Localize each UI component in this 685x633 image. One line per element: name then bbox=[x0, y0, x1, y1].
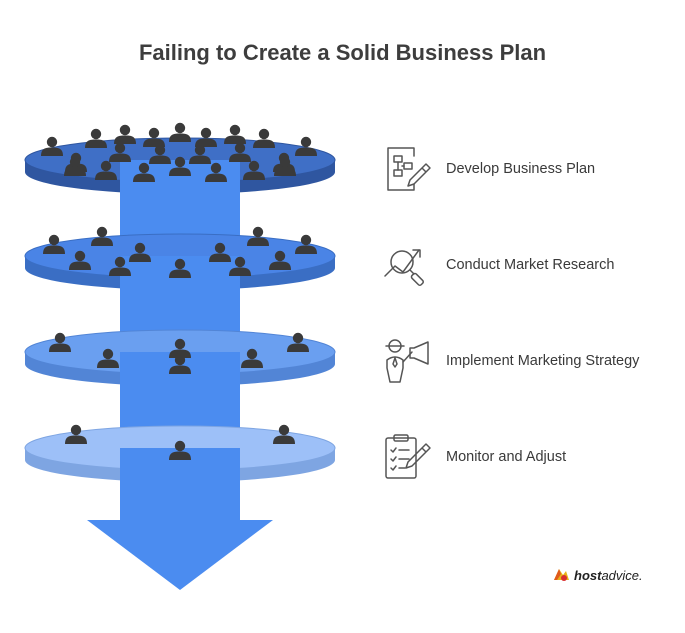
funnel-arrow bbox=[87, 520, 273, 590]
person-icon bbox=[253, 128, 275, 148]
person-icon bbox=[195, 127, 217, 147]
funnel-layer-4 bbox=[24, 424, 336, 520]
flowchart-pencil-icon bbox=[387, 147, 431, 191]
funnel-layer-2 bbox=[24, 226, 336, 352]
brand-bold: host bbox=[574, 567, 602, 583]
step-label: Develop Business Plan bbox=[446, 161, 596, 177]
person-icon bbox=[114, 124, 136, 144]
person-icon bbox=[224, 124, 246, 144]
step-label: Monitor and Adjust bbox=[446, 449, 567, 465]
hostadvice-logo-icon bbox=[554, 569, 569, 581]
step-develop-business-plan: Develop Business Plan bbox=[382, 144, 595, 194]
disc-side bbox=[25, 160, 335, 194]
person-icon bbox=[143, 127, 165, 147]
person-icon bbox=[85, 128, 107, 148]
step-label: Conduct Market Research bbox=[446, 257, 615, 273]
disc-side bbox=[25, 352, 335, 386]
step-monitor-and-adjust: Monitor and Adjust bbox=[382, 432, 566, 482]
clipboard-checklist-icon bbox=[385, 434, 431, 479]
step-label: Implement Marketing Strategy bbox=[446, 353, 640, 369]
page-title: Failing to Create a Solid Business Plan bbox=[138, 40, 547, 65]
disc-side bbox=[25, 448, 335, 482]
step-conduct-market-research: Conduct Market Research bbox=[382, 240, 614, 290]
trend-magnifier-icon bbox=[384, 249, 424, 286]
funnel-diagram bbox=[24, 122, 336, 590]
hostadvice-logo: hostadvice. bbox=[552, 566, 643, 584]
funnel-column bbox=[120, 448, 240, 520]
person-icon bbox=[169, 122, 191, 142]
disc-side bbox=[25, 256, 335, 290]
person-megaphone-icon bbox=[385, 339, 429, 383]
step-implement-marketing-strategy: Implement Marketing Strategy bbox=[382, 336, 639, 386]
brand-regular: advice. bbox=[601, 567, 643, 583]
